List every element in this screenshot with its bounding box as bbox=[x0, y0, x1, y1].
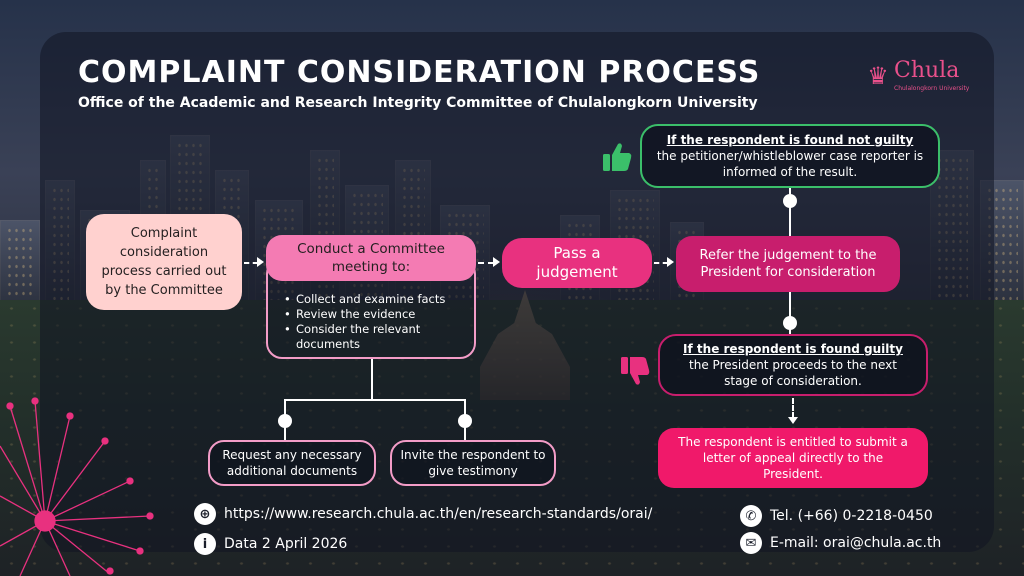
guilty-heading: If the respondent is found guilty bbox=[683, 342, 903, 356]
connector-dot bbox=[278, 414, 292, 428]
connector-meeting-down bbox=[371, 359, 373, 400]
page-subtitle: Office of the Academic and Research Inte… bbox=[78, 95, 758, 111]
connector-dot bbox=[458, 414, 472, 428]
phone-icon: ✆ bbox=[740, 505, 762, 527]
pass-judgement-box: Pass a judgement bbox=[502, 238, 652, 288]
connector-request-stub bbox=[284, 426, 286, 440]
phone-text: Tel. (+66) 0-2218-0450 bbox=[770, 508, 933, 524]
list-item: Collect and examine facts bbox=[282, 292, 472, 307]
logo-name: Chula bbox=[894, 58, 960, 83]
refer-text: Refer the judgement to the President for… bbox=[699, 248, 877, 280]
start-box: Complaint consideration process carried … bbox=[86, 214, 242, 310]
pass-text: Pass a judgement bbox=[536, 244, 618, 281]
arrow-guilty-to-appeal bbox=[792, 398, 794, 418]
mail-icon: ✉ bbox=[740, 532, 762, 554]
connector-invite-stub bbox=[464, 426, 466, 440]
connector-refer-down bbox=[789, 292, 791, 322]
logo-subtext: Chulalongkorn University bbox=[894, 85, 970, 92]
date-text: Data 2 April 2026 bbox=[224, 536, 348, 552]
invite-respondent-box: Invite the respondent to give testimony bbox=[390, 440, 556, 486]
connector-branch-left bbox=[284, 399, 286, 417]
appeal-text: The respondent is entitled to submit a l… bbox=[678, 435, 908, 481]
info-icon: i bbox=[194, 533, 216, 555]
guilty-box: If the respondent is found guilty the Pr… bbox=[658, 334, 928, 396]
thumbs-down-icon bbox=[621, 357, 650, 385]
not-guilty-text: the petitioner/whistleblower case report… bbox=[656, 149, 924, 179]
globe-icon: ⊕ bbox=[194, 503, 216, 525]
arrowhead bbox=[788, 417, 798, 424]
start-text: Complaint consideration process carried … bbox=[101, 226, 227, 298]
connector-guilty-stub bbox=[789, 328, 791, 334]
arrowhead bbox=[257, 257, 264, 267]
meeting-title-box: Conduct a Committee meeting to: bbox=[266, 235, 476, 281]
website-info: ⊕ https://www.research.chula.ac.th/en/re… bbox=[194, 503, 652, 525]
not-guilty-box: If the respondent is found not guilty th… bbox=[640, 124, 940, 188]
connector-branch-right bbox=[464, 399, 466, 417]
refer-president-box: Refer the judgement to the President for… bbox=[676, 236, 900, 292]
meeting-task-list: Collect and examine facts Review the evi… bbox=[282, 292, 472, 352]
email-info: ✉ E-mail: orai@chula.ac.th bbox=[740, 532, 941, 554]
list-item: Review the evidence bbox=[282, 307, 472, 322]
page-title: COMPLAINT CONSIDERATION PROCESS bbox=[78, 55, 761, 90]
thumbs-up-icon bbox=[603, 143, 632, 171]
meeting-title: Conduct a Committee meeting to: bbox=[297, 241, 445, 275]
arrow-pass-to-refer bbox=[654, 262, 668, 264]
email-text[interactable]: E-mail: orai@chula.ac.th bbox=[770, 535, 942, 551]
not-guilty-heading: If the respondent is found not guilty bbox=[666, 133, 914, 147]
chula-emblem-icon: ♛ bbox=[867, 62, 889, 90]
connector-notguilty-stub bbox=[789, 188, 791, 196]
arrowhead bbox=[667, 257, 674, 267]
connector-dot bbox=[783, 194, 797, 208]
connector-dot bbox=[783, 316, 797, 330]
arrow-meeting-to-pass bbox=[478, 262, 494, 264]
appeal-box: The respondent is entitled to submit a l… bbox=[658, 428, 928, 488]
arrowhead bbox=[493, 257, 500, 267]
request-documents-box: Request any necessary additional documen… bbox=[208, 440, 376, 486]
website-link[interactable]: https://www.research.chula.ac.th/en/rese… bbox=[224, 506, 653, 522]
connector-branch-horizontal bbox=[284, 399, 466, 401]
date-info: i Data 2 April 2026 bbox=[194, 533, 347, 555]
connector-refer-up bbox=[789, 196, 791, 236]
list-item: Consider the relevant documents bbox=[282, 322, 472, 352]
phone-info: ✆ Tel. (+66) 0-2218-0450 bbox=[740, 505, 933, 527]
guilty-text: the President proceeds to the next stage… bbox=[689, 358, 897, 388]
invite-text: Invite the respondent to give testimony bbox=[400, 448, 546, 478]
request-text: Request any necessary additional documen… bbox=[222, 448, 362, 478]
firework-decoration bbox=[0, 397, 154, 576]
arrow-start-to-meeting bbox=[244, 262, 258, 264]
chula-logo: ♛ Chula Chulalongkorn University bbox=[866, 58, 970, 98]
